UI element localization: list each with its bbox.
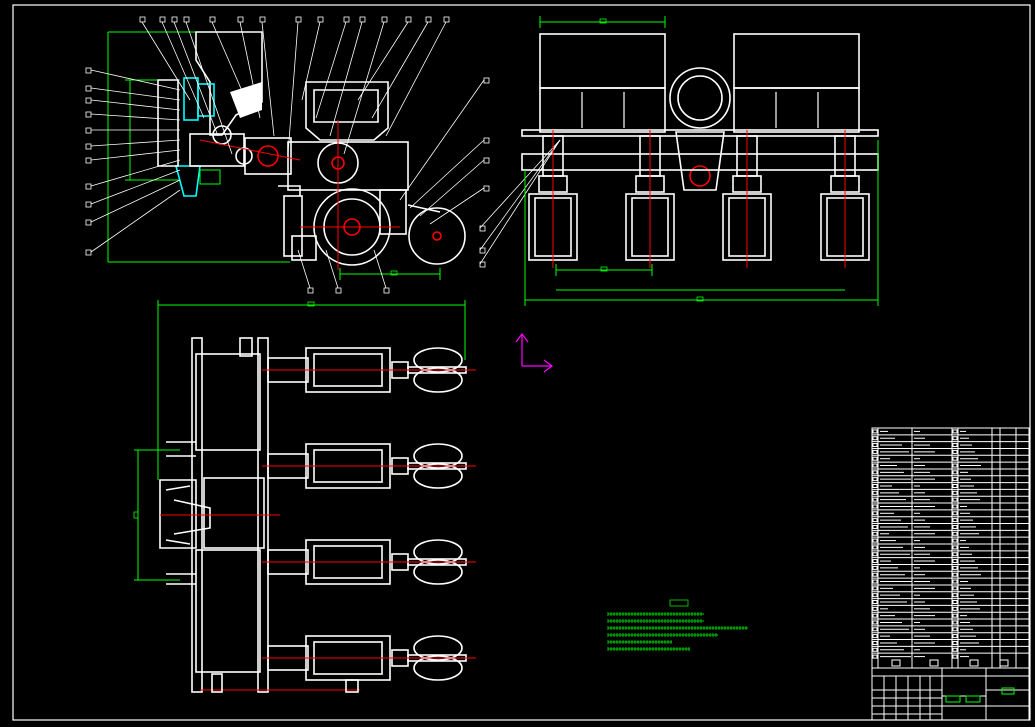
balloon bbox=[325, 249, 342, 294]
balloon bbox=[183, 16, 233, 155]
part-balloons bbox=[85, 16, 561, 294]
ucs-axis-icon bbox=[515, 333, 553, 373]
balloon bbox=[429, 185, 490, 225]
front-row-unit bbox=[625, 130, 675, 268]
balloon bbox=[85, 169, 181, 208]
front-row-unit bbox=[820, 130, 870, 268]
balloon bbox=[343, 16, 388, 155]
balloon bbox=[85, 159, 181, 190]
balloon bbox=[479, 139, 561, 254]
balloon bbox=[301, 16, 324, 101]
balloon bbox=[85, 139, 181, 150]
balloon bbox=[85, 127, 180, 134]
top-row-unit bbox=[262, 635, 476, 681]
technical-notes bbox=[607, 599, 748, 651]
balloon bbox=[85, 97, 181, 111]
balloon bbox=[85, 149, 181, 164]
balloon bbox=[237, 16, 261, 119]
balloon bbox=[85, 179, 181, 226]
drawing-frame bbox=[12, 4, 1031, 721]
balloon bbox=[419, 157, 490, 217]
balloon bbox=[85, 67, 181, 91]
balloon bbox=[399, 77, 490, 201]
balloon bbox=[139, 16, 191, 101]
front-view bbox=[521, 16, 879, 306]
balloon bbox=[371, 16, 432, 119]
front-row-unit bbox=[722, 130, 772, 268]
top-row-unit bbox=[262, 347, 476, 393]
balloon bbox=[409, 137, 490, 209]
top-row-unit bbox=[262, 443, 476, 489]
top-row-unit bbox=[262, 539, 476, 585]
balloon bbox=[373, 249, 390, 294]
balloon bbox=[297, 249, 314, 294]
balloon bbox=[357, 16, 412, 101]
balloon bbox=[259, 16, 275, 137]
balloon bbox=[315, 16, 350, 119]
balloon bbox=[287, 16, 302, 155]
balloon bbox=[329, 16, 366, 137]
balloon bbox=[209, 16, 247, 101]
balloon bbox=[85, 189, 181, 256]
balloon bbox=[85, 85, 181, 101]
title-block bbox=[871, 659, 1030, 721]
top-view bbox=[133, 300, 476, 693]
balloon bbox=[85, 111, 181, 121]
balloon bbox=[171, 16, 219, 137]
balloon bbox=[159, 16, 205, 119]
front-row-unit bbox=[528, 130, 578, 268]
parts-list-table bbox=[871, 427, 1030, 669]
side-view bbox=[107, 31, 466, 280]
balloon bbox=[385, 16, 450, 137]
balloon bbox=[479, 139, 561, 268]
